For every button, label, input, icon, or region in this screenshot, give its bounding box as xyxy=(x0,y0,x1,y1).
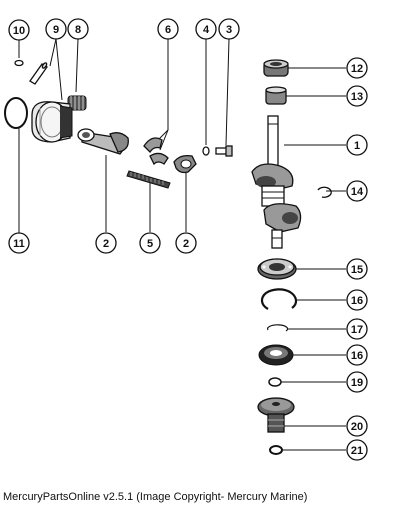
connecting-rod-part xyxy=(77,128,129,155)
callout-16-lower[interactable]: 16 xyxy=(346,344,368,366)
bearing-halves-part xyxy=(143,137,169,166)
callout-11[interactable]: 11 xyxy=(8,232,30,254)
callout-1[interactable]: 1 xyxy=(346,134,368,156)
oil-seal-part xyxy=(258,344,294,366)
svg-text:8: 8 xyxy=(75,24,81,36)
callout-9[interactable]: 9 xyxy=(45,18,67,40)
svg-text:15: 15 xyxy=(351,264,363,276)
callout-12[interactable]: 12 xyxy=(346,57,368,79)
large-snap-ring-part xyxy=(261,288,298,310)
callout-15[interactable]: 15 xyxy=(346,258,368,280)
callout-2-left[interactable]: 2 xyxy=(95,232,117,254)
lock-washer-part xyxy=(202,146,210,156)
callout-2-right[interactable]: 2 xyxy=(175,232,197,254)
svg-text:2: 2 xyxy=(183,238,189,250)
needle-strip-part xyxy=(126,170,171,189)
callout-20[interactable]: 20 xyxy=(346,415,368,437)
piston-ring-part xyxy=(4,97,28,129)
svg-text:19: 19 xyxy=(351,377,363,389)
svg-text:13: 13 xyxy=(351,91,363,103)
callout-8[interactable]: 8 xyxy=(67,18,89,40)
svg-text:16: 16 xyxy=(351,350,363,362)
rod-screw-part xyxy=(215,145,233,157)
piston-part xyxy=(31,101,73,143)
callout-6[interactable]: 6 xyxy=(157,18,179,40)
svg-text:9: 9 xyxy=(53,24,59,36)
flange-retainer-part xyxy=(257,397,295,433)
svg-text:11: 11 xyxy=(13,238,25,250)
svg-text:12: 12 xyxy=(351,63,363,75)
callout-13[interactable]: 13 xyxy=(346,85,368,107)
crankshaft-part xyxy=(251,115,302,249)
svg-text:3: 3 xyxy=(226,24,232,36)
small-snap-ring-part xyxy=(317,186,332,198)
ball-bearing-part xyxy=(257,258,297,280)
small-ring-part xyxy=(266,324,289,332)
svg-text:4: 4 xyxy=(203,24,210,36)
rod-cap-part xyxy=(173,154,197,174)
upper-seal-part xyxy=(263,59,289,77)
svg-text:14: 14 xyxy=(351,186,364,198)
svg-text:6: 6 xyxy=(165,24,171,36)
callout-3[interactable]: 3 xyxy=(218,18,240,40)
callout-10[interactable]: 10 xyxy=(8,19,30,41)
callout-16-upper[interactable]: 16 xyxy=(346,289,368,311)
callout-14[interactable]: 14 xyxy=(346,180,368,202)
wrist-pin-part xyxy=(29,62,48,85)
callout-21[interactable]: 21 xyxy=(346,439,368,461)
callout-19[interactable]: 19 xyxy=(346,371,368,393)
o-ring-part xyxy=(268,377,282,387)
svg-text:21: 21 xyxy=(351,445,363,457)
callout-5[interactable]: 5 xyxy=(139,232,161,254)
svg-text:16: 16 xyxy=(351,295,363,307)
svg-text:5: 5 xyxy=(147,238,153,250)
svg-text:1: 1 xyxy=(354,140,360,152)
svg-text:10: 10 xyxy=(13,25,25,37)
needle-bearing-part xyxy=(67,95,87,111)
svg-text:2: 2 xyxy=(103,238,109,250)
svg-text:17: 17 xyxy=(351,324,363,336)
upper-bushing-part xyxy=(265,86,287,105)
callout-17[interactable]: 17 xyxy=(346,318,368,340)
copyright-caption: MercuryPartsOnline v2.5.1 (Image Copyrig… xyxy=(3,491,308,503)
small-seal-ring-part xyxy=(269,445,283,455)
callout-4[interactable]: 4 xyxy=(195,18,217,40)
svg-text:20: 20 xyxy=(351,421,363,433)
retainer-clip-part xyxy=(14,59,24,67)
